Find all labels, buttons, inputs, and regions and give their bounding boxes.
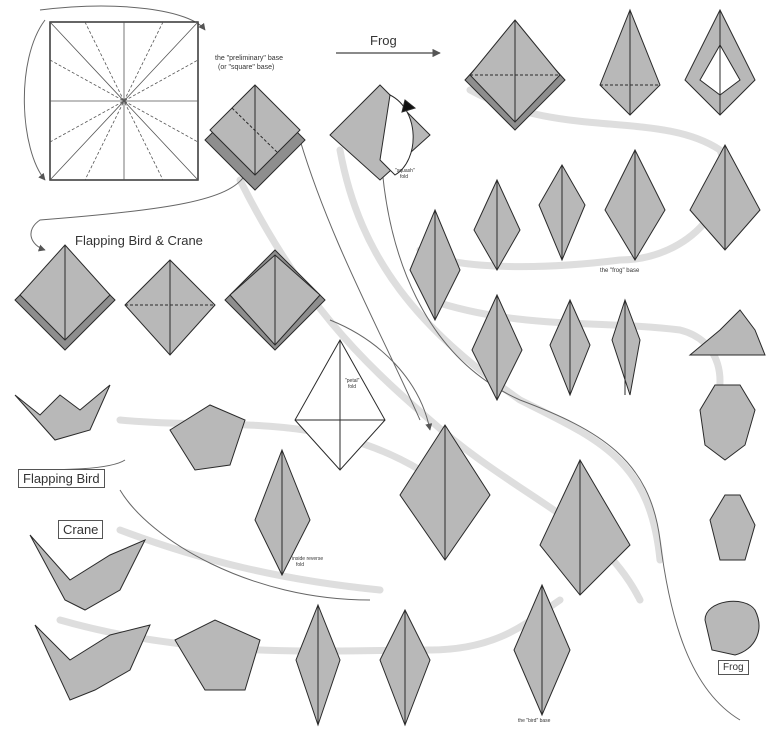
bird-base-label: the "bird" base: [518, 718, 551, 724]
frog-step-5: [474, 180, 520, 270]
bird-step-3: [225, 250, 325, 350]
flapping-bird-label: Flapping Bird: [18, 469, 105, 488]
frog-section-title: Frog: [370, 33, 397, 48]
frog-step-2: [600, 10, 660, 115]
bird-step-1: [15, 245, 115, 350]
frog-step-3: [685, 10, 755, 115]
crane-label: Crane: [58, 520, 103, 539]
frog-shaping-1: [690, 310, 765, 355]
crane-figure: [30, 535, 145, 610]
bird-step-5: [170, 405, 245, 470]
crane-step-3: [175, 620, 260, 690]
petal-fold-label-2: fold: [348, 384, 356, 390]
bird-step-2: [125, 260, 215, 355]
bird-base-flipped: [540, 460, 630, 595]
frog-step-11: [612, 300, 640, 395]
bird-section-title: Flapping Bird & Crane: [75, 233, 203, 248]
crane-step-2: [35, 625, 150, 700]
frog-shaping-2: [700, 385, 755, 460]
preliminary-base-figure: [205, 85, 305, 190]
frog-step-6: [539, 165, 585, 260]
squash-fold-label-2: fold: [400, 174, 408, 180]
crease-pattern-square: [50, 22, 198, 180]
preliminary-base-label-1: the "preliminary" base: [215, 55, 283, 62]
frog-step-10: [550, 300, 590, 395]
inside-reverse-label-2: fold: [296, 562, 304, 568]
frog-base-label: the "frog" base: [600, 268, 640, 274]
preliminary-base-label-2: (or "square" base): [218, 64, 274, 71]
crane-step-6: [514, 585, 570, 715]
flapping-bird-figure: [15, 385, 110, 440]
frog-finished: [705, 601, 759, 655]
bird-base-figure: [400, 425, 490, 560]
frog-shaping-3: [710, 495, 755, 560]
frog-label: Frog: [718, 660, 749, 675]
frog-step-7: [605, 150, 665, 260]
crane-step-4: [296, 605, 340, 725]
crane-step-5: [380, 610, 430, 725]
frog-step-8: [690, 145, 760, 250]
